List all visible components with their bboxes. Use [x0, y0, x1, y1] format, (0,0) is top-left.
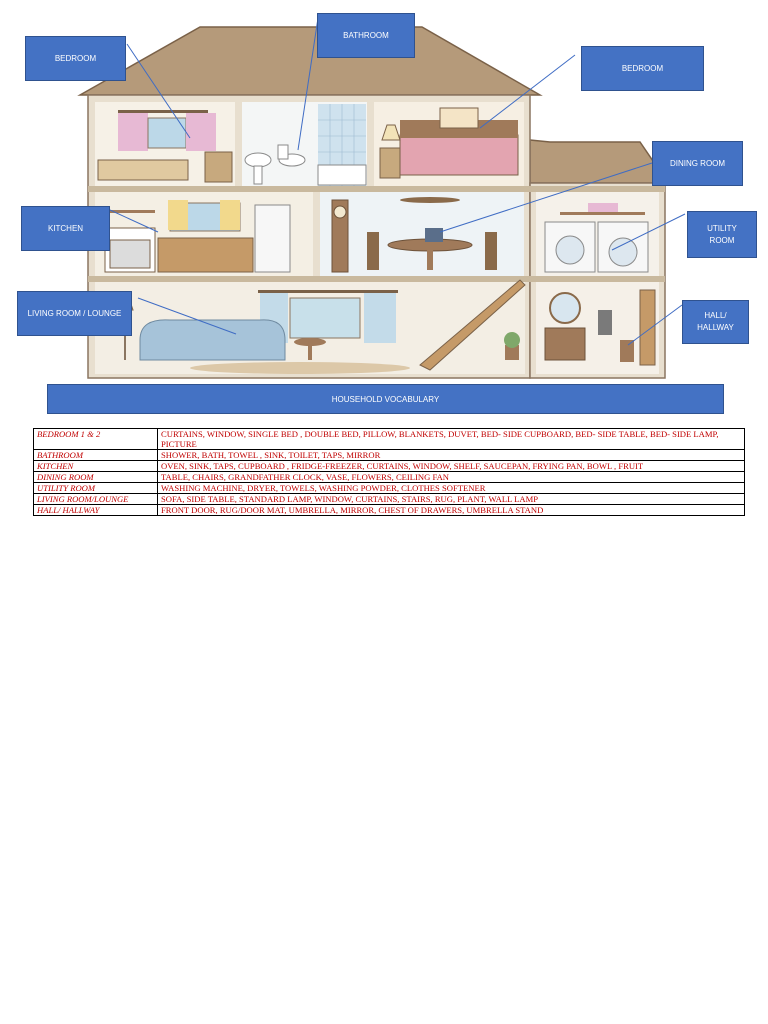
pointer-bedroom-right	[479, 54, 576, 129]
vocabulary-title: HOUSEHOLD VOCABULARY	[47, 384, 724, 414]
side-roof	[529, 139, 670, 184]
room-words-cell: TABLE, CHAIRS, GRANDFATHER CLOCK, VASE, …	[157, 471, 745, 483]
room-words-cell: OVEN, SINK, TAPS, CUPBOARD , FRIDGE-FREE…	[157, 460, 745, 472]
room-name-cell: BATHROOM	[33, 449, 158, 461]
pointer-dining	[439, 162, 653, 233]
room-name-cell: BEDROOM 1 & 2	[33, 428, 158, 450]
room-name-cell: LIVING ROOM/LOUNGE	[33, 493, 158, 505]
label-hall: HALL/ HALLWAY	[682, 300, 749, 344]
pointer-hall	[627, 304, 683, 346]
main-roof	[77, 26, 543, 96]
room-name-cell: DINING ROOM	[33, 471, 158, 483]
label-bedroom-left: BEDROOM	[25, 36, 126, 81]
label-bedroom-right: BEDROOM	[581, 46, 704, 91]
room-words-cell: CURTAINS, WINDOW, SINGLE BED , DOUBLE BE…	[157, 428, 745, 450]
pointer-utility	[611, 213, 686, 251]
label-dining-room: DINING ROOM	[652, 141, 743, 186]
room-name-cell: HALL/ HALLWAY	[33, 504, 158, 516]
room-words-cell: SHOWER, BATH, TOWEL , SINK, TOILET, TAPS…	[157, 449, 745, 461]
pointer-kitchen	[109, 209, 159, 233]
room-name-cell: UTILITY ROOM	[33, 482, 158, 494]
house-illustration	[77, 17, 686, 379]
room-words-cell: WASHING MACHINE, DRYER, TOWELS, WASHING …	[157, 482, 745, 494]
label-utility-room: UTILITY ROOM	[687, 211, 757, 258]
pointer-bathroom	[297, 17, 319, 151]
room-name-cell: KITCHEN	[33, 460, 158, 472]
label-living-room: LIVING ROOM / LOUNGE	[17, 291, 132, 336]
pointer-living	[137, 297, 237, 335]
pointer-bedroom-left	[126, 43, 191, 139]
room-words-cell: SOFA, SIDE TABLE, STANDARD LAMP, WINDOW,…	[157, 493, 745, 505]
label-kitchen: KITCHEN	[21, 206, 110, 251]
label-bathroom: BATHROOM	[317, 13, 415, 58]
room-words-cell: FRONT DOOR, RUG/DOOR MAT, UMBRELLA, MIRR…	[157, 504, 745, 516]
